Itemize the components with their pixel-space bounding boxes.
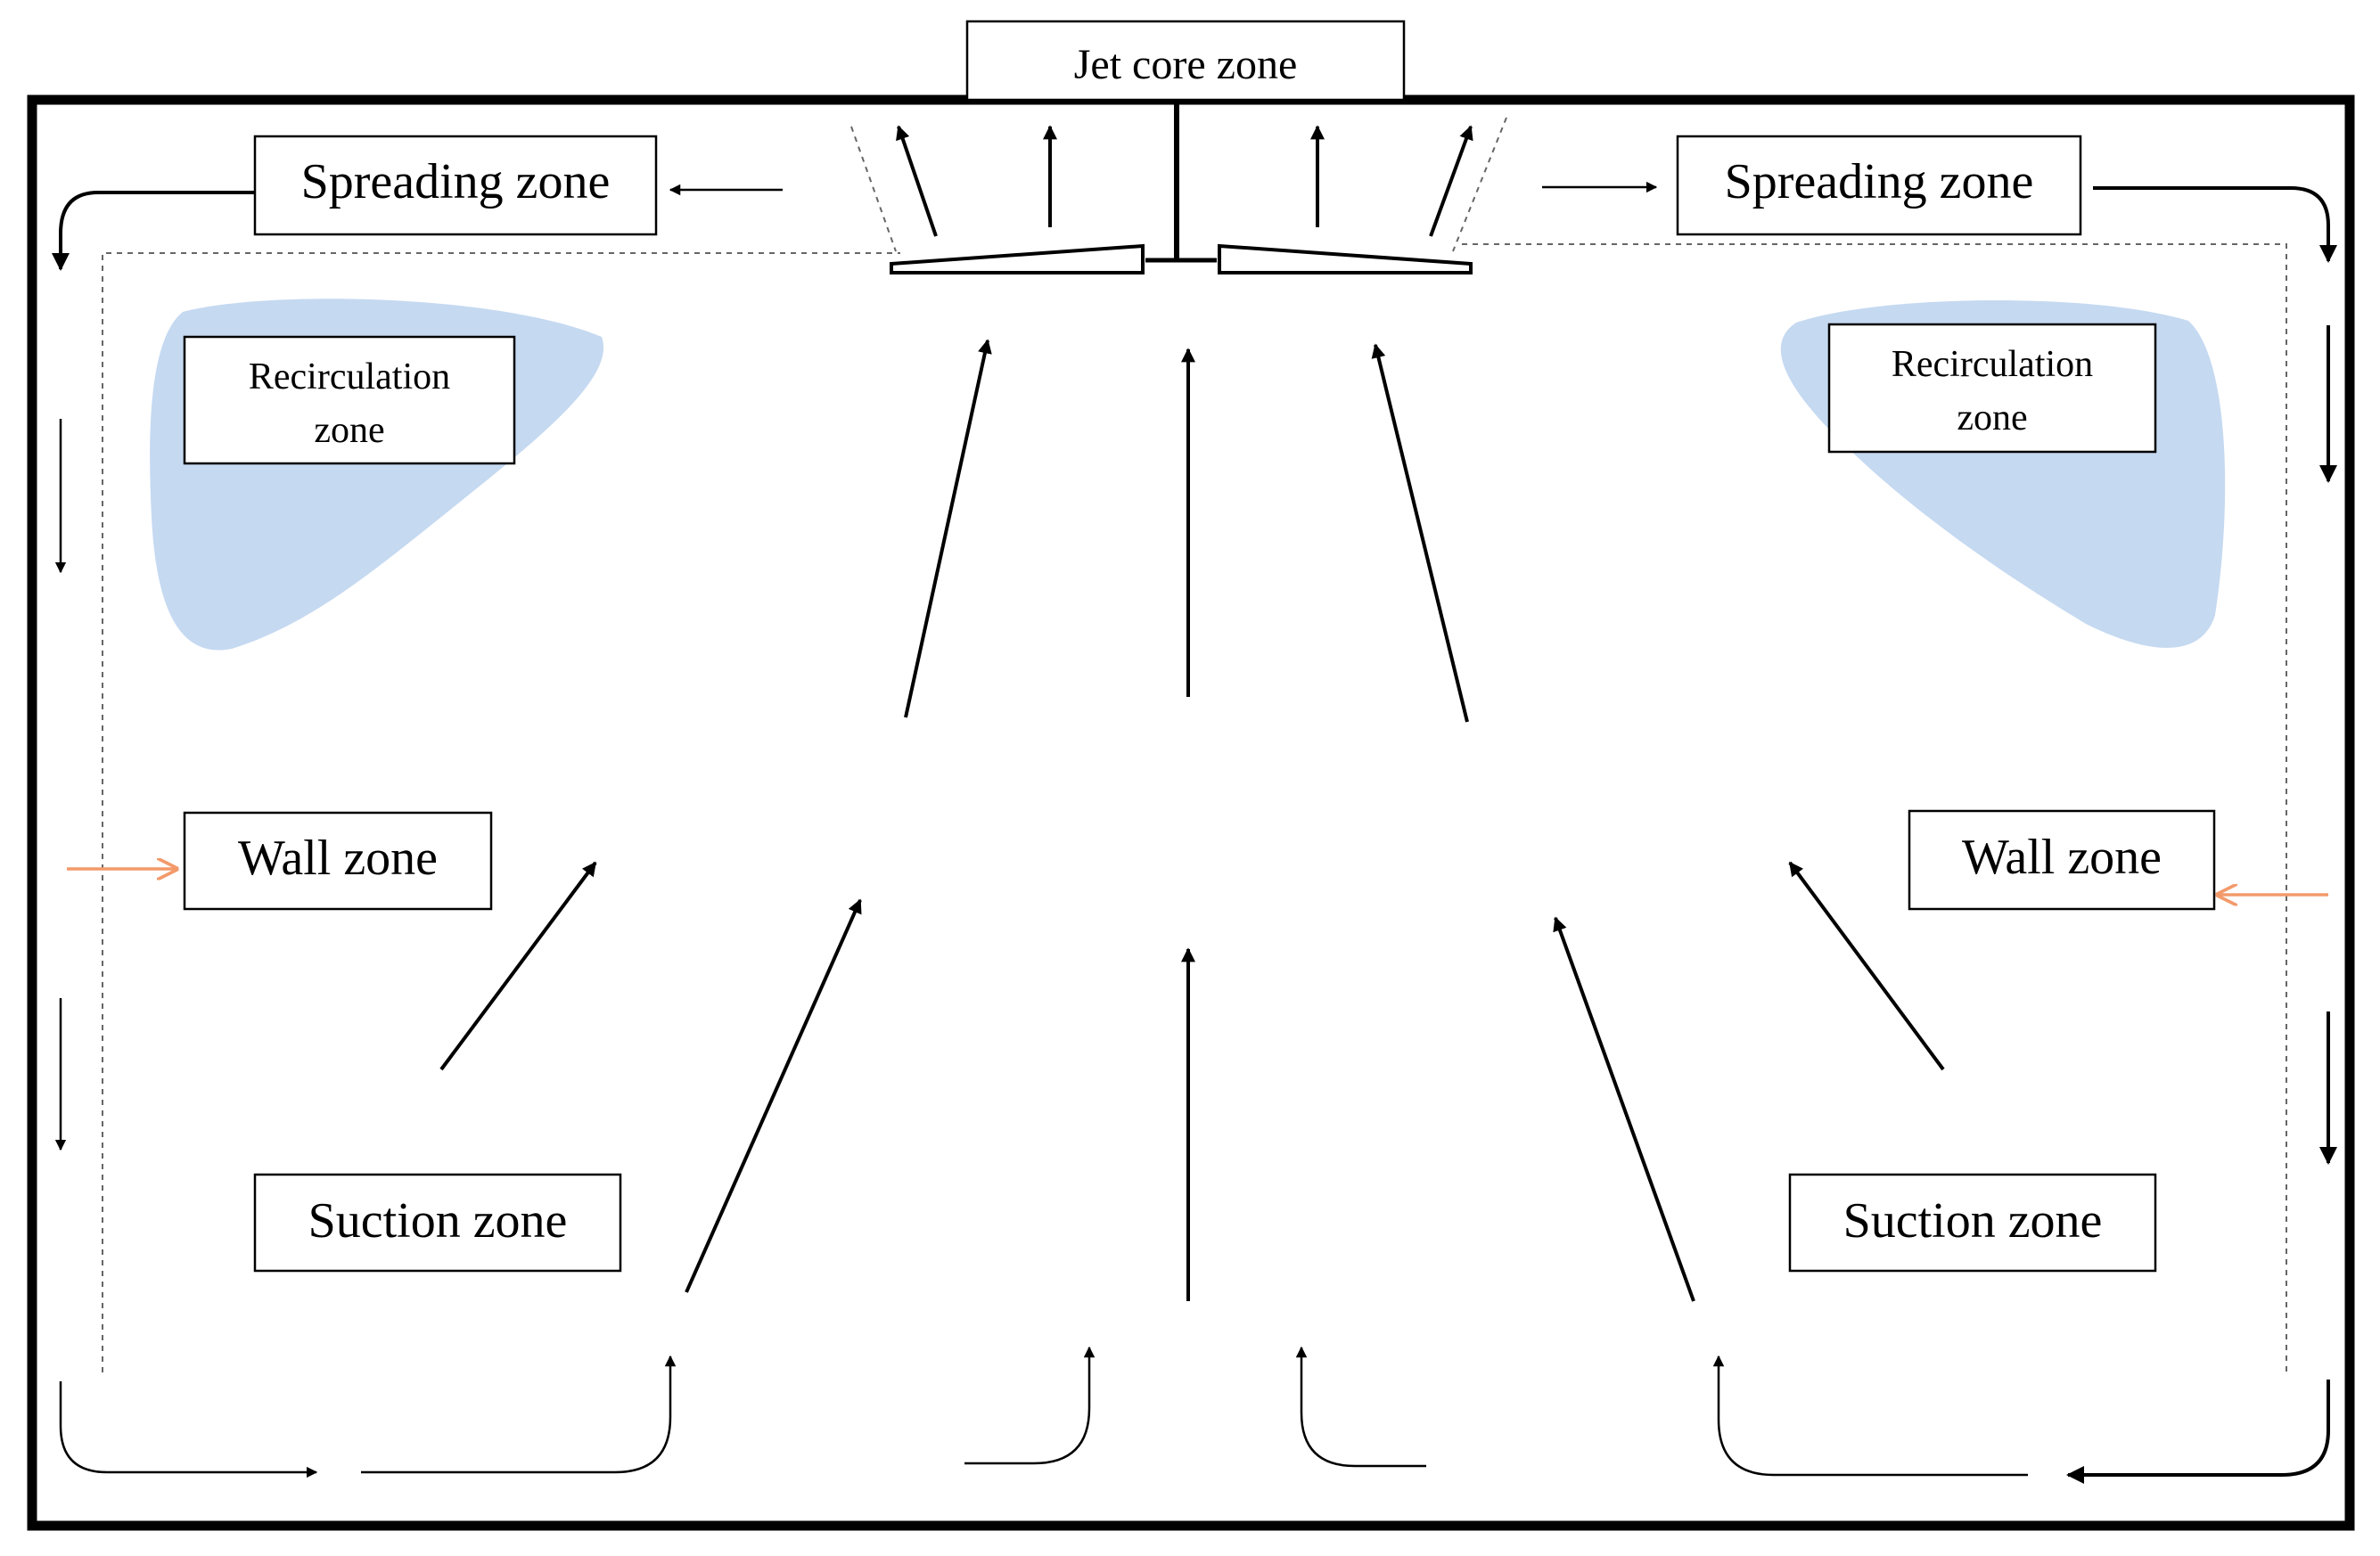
recirc-right-line1: Recirculation	[1892, 344, 2093, 385]
upflow-arrows	[439, 339, 1945, 1302]
suction-zone-label-left: Suction zone	[253, 1173, 622, 1273]
spreading-zone-label-left: Spreading zone	[253, 135, 658, 236]
side-downflow-arrows	[54, 325, 2337, 1165]
jet-cone-left	[850, 126, 897, 252]
recirc-left-line1: Recirculation	[249, 356, 450, 397]
wall-zone-label-left: Wall zone	[183, 811, 493, 911]
corner-arrow-top-right	[2093, 186, 2337, 263]
jet-core-zone-text: Jet core zone	[1074, 41, 1298, 88]
spreading-zone-label-right: Spreading zone	[1676, 135, 2082, 236]
dashed-boundary	[102, 243, 2287, 1372]
corner-arrow-top-left	[52, 191, 257, 271]
suction-zone-left-text: Suction zone	[308, 1193, 568, 1249]
recirculation-zone-label-left: Recirculation zone	[183, 335, 516, 465]
recirculation-zone-label-right: Recirculation zone	[1827, 323, 2157, 454]
suction-zone-right-text: Suction zone	[1843, 1193, 2103, 1249]
spreading-zone-right-text: Spreading zone	[1725, 154, 2034, 209]
wall-zone-left-text: Wall zone	[238, 831, 438, 886]
jet-outflow-arrows	[896, 125, 1473, 237]
recirc-right-line2: zone	[1957, 397, 2027, 438]
jet-core-zone-label: Jet core zone	[965, 20, 1406, 102]
recirc-left-line2: zone	[314, 410, 384, 451]
bottom-inflow-arrows	[59, 1346, 2330, 1484]
wall-zone-label-right: Wall zone	[1908, 809, 2216, 911]
jet-cone-right	[1452, 117, 1507, 252]
suction-zone-label-right: Suction zone	[1788, 1173, 2157, 1273]
spreading-zone-left-text: Spreading zone	[301, 154, 611, 209]
wall-zone-right-text: Wall zone	[1962, 830, 2162, 885]
fan-icon	[890, 96, 1473, 274]
